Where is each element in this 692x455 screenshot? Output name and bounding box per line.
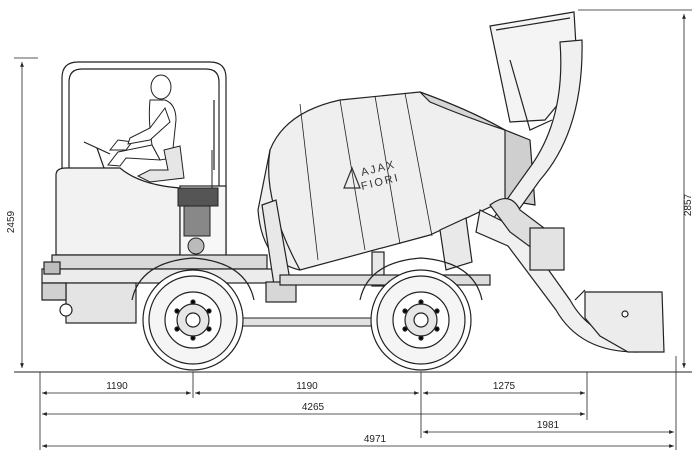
loader-arm <box>439 39 637 353</box>
dim-height-cab <box>14 57 38 368</box>
steering-wheel <box>83 141 111 169</box>
front-wheel <box>142 269 244 371</box>
front-fender <box>131 257 255 301</box>
engine-cluster <box>177 150 219 255</box>
dim-wheelbase-total-label: 4265 <box>302 402 325 413</box>
rear-wheel <box>370 269 472 371</box>
front-bucket <box>574 289 665 353</box>
rear-fender <box>359 257 483 301</box>
dim-overall-length-label: 4971 <box>364 434 387 445</box>
dim-bucket-reach-label: 1981 <box>537 420 560 431</box>
dim-center-rear-label: 1190 <box>296 381 318 392</box>
cab-frame <box>61 61 227 255</box>
driver-figure <box>107 74 177 167</box>
dim-height-cab-label: 2459 <box>6 210 17 233</box>
dim-rear-bucket-label: 1275 <box>493 381 516 392</box>
dim-extension-lines <box>39 356 677 450</box>
dim-front-axle-label: 1190 <box>106 381 128 392</box>
loader-bucket-top <box>489 11 579 131</box>
seat <box>136 145 185 183</box>
dim-height-bucket-label: 2857 <box>683 193 692 216</box>
dim-height-bucket <box>578 9 692 368</box>
